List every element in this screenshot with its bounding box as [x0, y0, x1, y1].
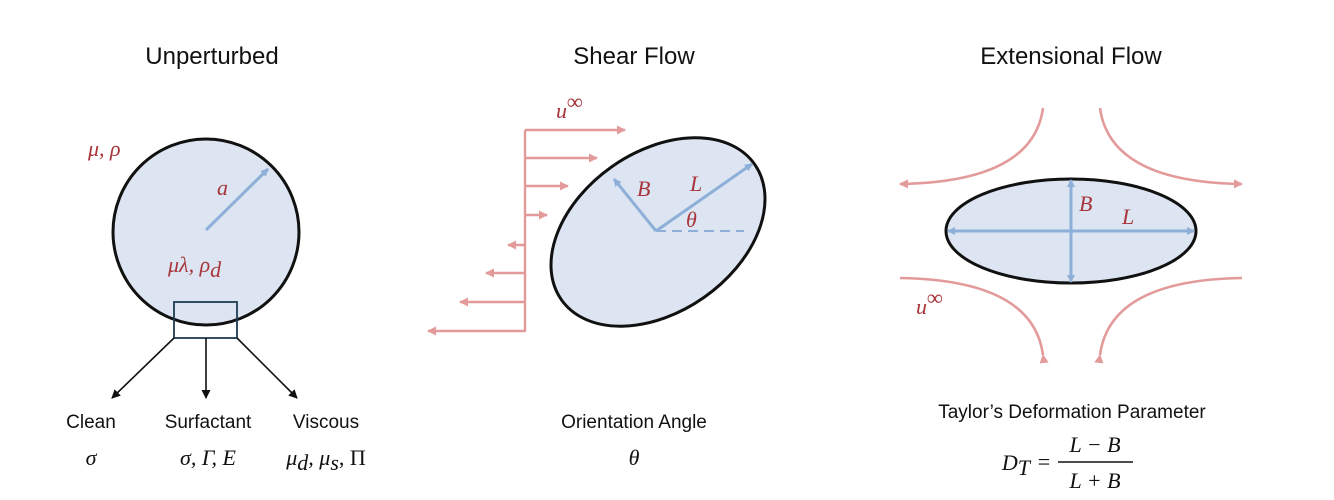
spherical-drop	[111, 137, 301, 327]
panel-title-shear: Shear Flow	[573, 43, 695, 70]
shear-major-axis-arrow	[655, 162, 753, 233]
case-viscous-label: Viscous	[293, 412, 359, 433]
panel-unperturbed: Unperturbed μ, ρ a μλ, ρd Clean σ Surfac…	[66, 43, 366, 475]
shear-caption-symbol: θ	[629, 445, 640, 470]
panel-title-unperturbed: Unperturbed	[145, 43, 278, 70]
case-surfactant-label: Surfactant	[165, 412, 252, 433]
ext-caption: Taylor’s Deformation Parameter	[938, 402, 1206, 423]
outer-fluid-properties: μ, ρ	[87, 136, 121, 161]
case-clean-label: Clean	[66, 412, 116, 433]
ext-minor-axis-label: B	[1079, 191, 1092, 216]
panel-extensional-flow: Extensional Flow B L u∞ Taylor’s Deforma…	[899, 43, 1243, 493]
ext-velocity-label: u∞	[916, 285, 943, 319]
ext-major-axis-label: L	[1121, 204, 1134, 229]
radius-arrow	[204, 167, 270, 232]
formula-equals: =	[1038, 449, 1050, 474]
arrow-to-clean	[111, 337, 175, 399]
extensional-streamlines	[899, 107, 1243, 364]
streamline-bottom-left	[899, 276, 1049, 364]
radius-label: a	[217, 175, 228, 200]
taylor-deformation-formula: DT = L − B L + B	[1001, 432, 1133, 493]
streamline-top-left	[899, 107, 1045, 189]
streamline-bottom-right	[1094, 276, 1243, 364]
arrow-to-viscous	[236, 337, 298, 399]
shear-minor-axis-label: B	[637, 176, 650, 201]
shear-minor-axis-arrow	[612, 178, 658, 232]
shear-velocity-profile	[427, 125, 626, 336]
shear-angle-label: θ	[686, 207, 697, 232]
shear-caption: Orientation Angle	[561, 412, 707, 433]
shear-major-axis-label: L	[689, 171, 702, 196]
case-viscous-params: μd, μs, Π	[285, 445, 366, 475]
inner-fluid-properties: μλ, ρd	[167, 252, 222, 282]
panel-title-extensional: Extensional Flow	[980, 43, 1162, 70]
formula-lhs: DT	[1001, 450, 1032, 480]
panel-shear-flow: Shear Flow u∞ B L θ Orientation Angle θ	[427, 43, 767, 470]
shear-velocity-label: u∞	[556, 89, 583, 123]
streamline-top-right	[1098, 107, 1243, 189]
formula-numerator: L − B	[1068, 432, 1120, 457]
case-clean-params: σ	[86, 445, 98, 470]
formula-denominator: L + B	[1068, 468, 1120, 493]
case-surfactant-params: σ, Γ, E	[180, 445, 237, 470]
